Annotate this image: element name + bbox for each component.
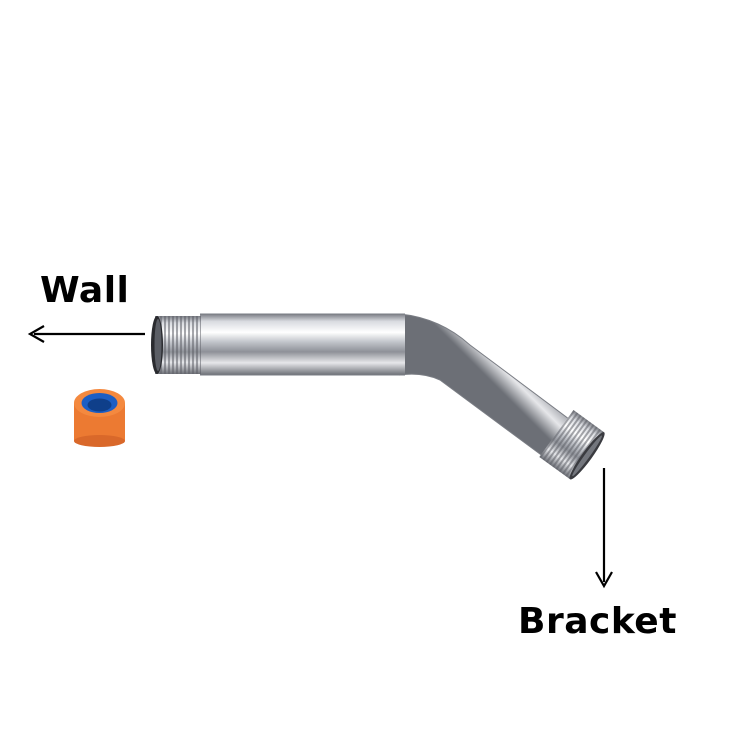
ptfe-tape-roll [74,389,125,447]
bracket-label: Bracket [518,601,677,642]
wall-thread [151,316,201,374]
arrow-down-icon [595,468,613,589]
shower-arm-pipe [151,313,605,480]
bracket-thread [539,410,605,480]
wall-label: Wall [40,270,130,311]
arrow-left-icon [27,325,145,343]
